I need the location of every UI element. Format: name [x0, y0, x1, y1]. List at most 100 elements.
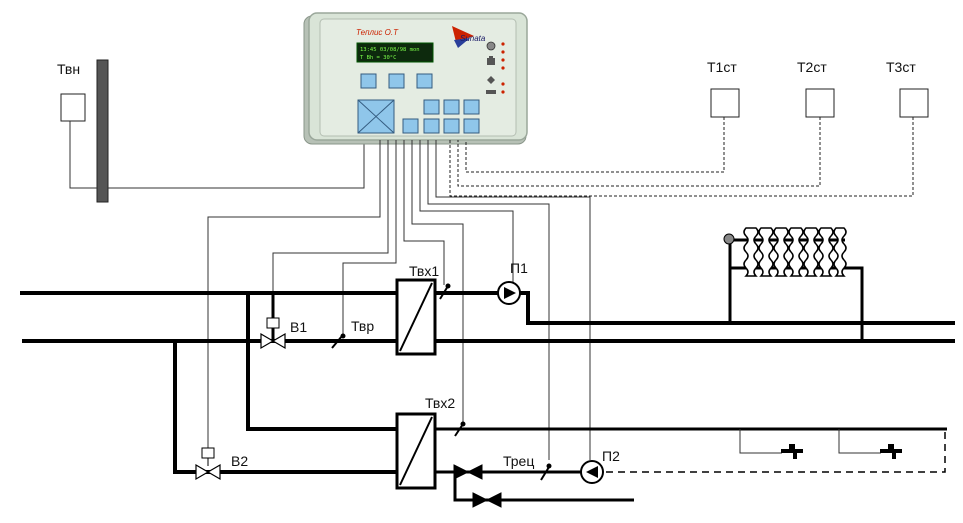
- heat-exchanger-sensor-2-label: Твх2: [425, 395, 455, 411]
- tap-2-connection: [838, 429, 881, 454]
- radiator-sections: [743, 227, 847, 277]
- return-sensor-label: Твр: [351, 318, 374, 334]
- heat-exchanger-sensor-1-label: Твх1: [409, 263, 439, 279]
- indicator-led: [501, 42, 505, 46]
- controller-panel: Теплис О.Т Sunata 13:45 03/08/98 mon T B…: [303, 12, 528, 145]
- room-sensor-3-wire: [449, 117, 914, 197]
- recirculation-sensor: Трец: [503, 453, 552, 481]
- indicator-led: [501, 90, 505, 94]
- valve-1-actuator: [266, 317, 280, 329]
- radiator-section: [773, 227, 789, 277]
- heat-exchanger-2: [395, 412, 437, 490]
- piping: [20, 242, 955, 502]
- room-sensor-2-box: [805, 88, 835, 118]
- indicator-led: [501, 50, 505, 54]
- heat-exchanger-sensor-2: Твх2: [425, 395, 466, 437]
- brand-name: Sunata: [460, 34, 486, 43]
- pump-1-label: П1: [510, 260, 528, 276]
- key-button[interactable]: [423, 99, 440, 115]
- controller-title: Теплис О.Т: [356, 28, 399, 37]
- room-sensor-3-label: Т3ст: [886, 59, 916, 75]
- mode-indicators: [486, 41, 505, 94]
- radiator-valve-icon: [723, 233, 735, 245]
- radiator-section: [743, 227, 759, 277]
- outdoor-sensor-group: Твн: [57, 59, 365, 203]
- key-button[interactable]: [360, 73, 377, 89]
- valve-2-wire: [207, 140, 381, 450]
- key-button[interactable]: [463, 118, 480, 134]
- room-sensor-1-wire: [465, 117, 725, 173]
- radiator-section: [758, 227, 774, 277]
- room-sensor-2-label: Т2ст: [797, 59, 827, 75]
- dhw-return-branch: [173, 341, 400, 474]
- valve-2-actuator: [201, 447, 215, 459]
- water-tap-icon: [880, 444, 902, 459]
- check-valve-icon: [472, 492, 502, 508]
- heat-exchanger-sensor-1: Твх1: [409, 263, 451, 300]
- radiator-section: [818, 227, 834, 277]
- room-sensors: Т1ст Т2ст Т3ст: [449, 59, 929, 197]
- valve-1-wire: [272, 140, 389, 318]
- outdoor-sensor-wire-to-controller: [108, 140, 365, 189]
- radiator: [723, 227, 847, 277]
- lcd-display: [356, 42, 434, 63]
- brand-logo: Sunata: [452, 26, 486, 48]
- heat-exchanger-sensor-1-probe-icon: [439, 285, 449, 300]
- tap-1-connection: [739, 429, 782, 454]
- indicator-led: [501, 66, 505, 70]
- indicator-led: [501, 58, 505, 62]
- pump-2-label: П2: [602, 448, 620, 464]
- valve-1-label: В1: [290, 319, 307, 335]
- valve-1: В1: [260, 317, 307, 350]
- recirculation-sensor-tip: [546, 463, 552, 469]
- heating-secondary-supply: [436, 291, 955, 325]
- room-sensor-3-box: [899, 88, 929, 118]
- heat-exchanger-sensor-2-tip: [460, 421, 466, 427]
- lcd-line-2: T Bh = 30°C: [360, 55, 396, 61]
- heat-exchanger-1: [395, 278, 437, 356]
- key-button[interactable]: [423, 118, 440, 134]
- control-wiring: [207, 140, 591, 460]
- lcd-line-1: 13:45 03/08/98 mon: [360, 47, 420, 53]
- recirculation-sensor-wire: [427, 140, 550, 460]
- room-sensor-1-box: [710, 88, 740, 118]
- heat-exchanger-sensor-2-wire: [411, 140, 464, 425]
- pump-1-arrow-icon: [504, 287, 516, 299]
- water-tap-icon: [781, 444, 803, 459]
- radiator-section: [788, 227, 804, 277]
- key-button[interactable]: [416, 73, 433, 89]
- building-wall: [96, 59, 109, 203]
- return-sensor-wire: [342, 140, 397, 338]
- dhw-supply-branch: [246, 293, 400, 431]
- recirculation-return-pipe: [606, 431, 946, 473]
- key-button[interactable]: [463, 99, 480, 115]
- radiator-return-pipe: [845, 266, 864, 341]
- check-valve-icon: [453, 464, 483, 480]
- key-button[interactable]: [443, 118, 460, 134]
- key-button[interactable]: [388, 73, 405, 89]
- navigation-cross-icon: [357, 99, 395, 134]
- heat-exchanger-2-diagonal: [399, 416, 433, 486]
- pump-2-wire: [435, 140, 591, 460]
- key-button[interactable]: [443, 99, 460, 115]
- valve-2-body-icon: [195, 463, 221, 481]
- outdoor-sensor-label: Твн: [57, 61, 80, 77]
- room-sensor-2-wire: [457, 117, 821, 187]
- brand-logo-flame-icon: [452, 26, 474, 42]
- heat-exchanger-sensor-1-wire: [403, 140, 445, 285]
- brand-logo-wing-icon: [454, 38, 470, 48]
- thermostat-icon: [487, 56, 495, 65]
- pump-2: П2: [580, 448, 620, 484]
- pump-1: П1: [497, 260, 528, 305]
- outdoor-sensor-box: [60, 93, 86, 122]
- cold-water-bypass-pipe: [453, 472, 634, 502]
- radiator-section: [803, 227, 819, 277]
- indicator-led: [501, 82, 505, 86]
- recirculation-sensor-probe-icon: [540, 466, 550, 481]
- return-sensor-probe-icon: [331, 335, 343, 349]
- key-button[interactable]: [402, 118, 419, 134]
- valve-2: В2: [195, 447, 248, 481]
- navigation-pad-button[interactable]: [357, 99, 395, 134]
- heat-exchanger-1-diagonal: [399, 282, 433, 352]
